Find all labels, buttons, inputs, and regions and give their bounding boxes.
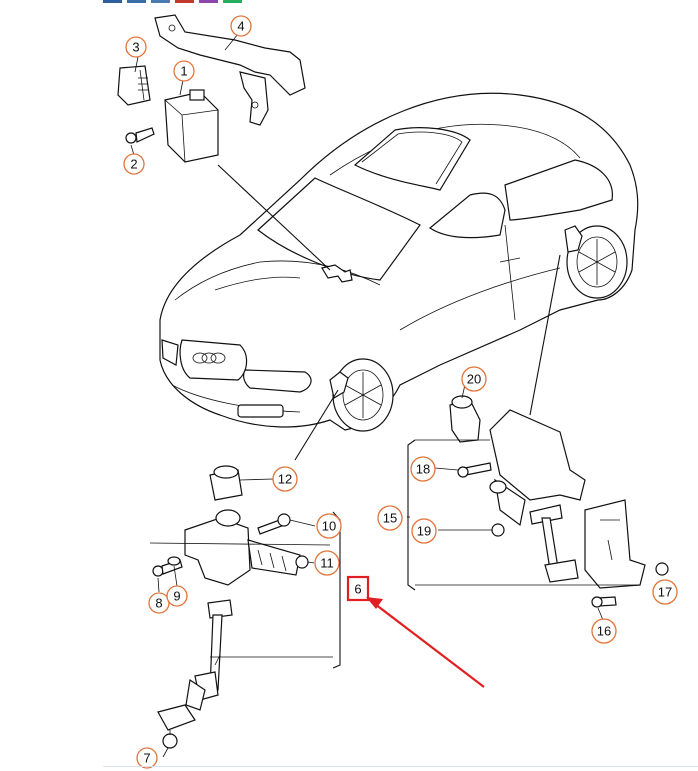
- callout-9: 9: [166, 585, 188, 607]
- callout-7: 7: [136, 747, 158, 769]
- callout-17: 17: [652, 579, 678, 605]
- callout-label: 12: [278, 472, 292, 487]
- top-color-tabs: [103, 0, 242, 3]
- control-unit-group: [117, 14, 331, 271]
- callout-8: 8: [148, 592, 170, 614]
- tab-swatch: [103, 0, 122, 3]
- callout-2: 2: [123, 153, 145, 175]
- callout-10: 10: [316, 513, 342, 539]
- callout-label: 20: [467, 372, 481, 387]
- highlight-part-6: 6: [346, 575, 370, 602]
- callout-11: 11: [314, 550, 340, 576]
- callout-15: 15: [377, 505, 403, 531]
- callout-18: 18: [410, 456, 436, 482]
- callout-1: 1: [173, 60, 195, 82]
- callout-19: 19: [411, 518, 437, 544]
- callout-label: 3: [132, 40, 139, 55]
- callout-label: 11: [320, 556, 334, 571]
- tab-swatch: [223, 0, 242, 3]
- highlight-arrow: [366, 597, 485, 688]
- callout-label: 7: [143, 751, 150, 766]
- callout-20: 20: [461, 366, 487, 392]
- tab-swatch: [175, 0, 194, 3]
- callout-label: 19: [417, 524, 431, 539]
- callout-label: 8: [155, 596, 162, 611]
- tab-swatch: [151, 0, 170, 3]
- callout-label: 1: [180, 64, 187, 79]
- callout-12: 12: [272, 466, 298, 492]
- callout-label: 10: [322, 519, 336, 534]
- callout-label: 4: [237, 19, 244, 34]
- callout-16: 16: [591, 618, 617, 644]
- callout-3: 3: [125, 36, 147, 58]
- part-6-label: 6: [354, 582, 361, 597]
- car-illustration: [159, 92, 639, 432]
- callout-label: 16: [597, 624, 611, 639]
- front-sensor-group: [149, 389, 341, 749]
- tab-swatch: [127, 0, 146, 3]
- tab-swatch: [199, 0, 218, 3]
- callout-label: 18: [416, 462, 430, 477]
- bottom-divider: [103, 766, 698, 767]
- callout-label: 2: [130, 157, 137, 172]
- rear-sensor-group: [407, 254, 669, 608]
- callout-label: 9: [173, 589, 180, 604]
- callout-label: 17: [658, 585, 672, 600]
- callout-4: 4: [230, 15, 252, 37]
- callout-label: 15: [383, 511, 397, 526]
- leader-lines: [130, 33, 604, 758]
